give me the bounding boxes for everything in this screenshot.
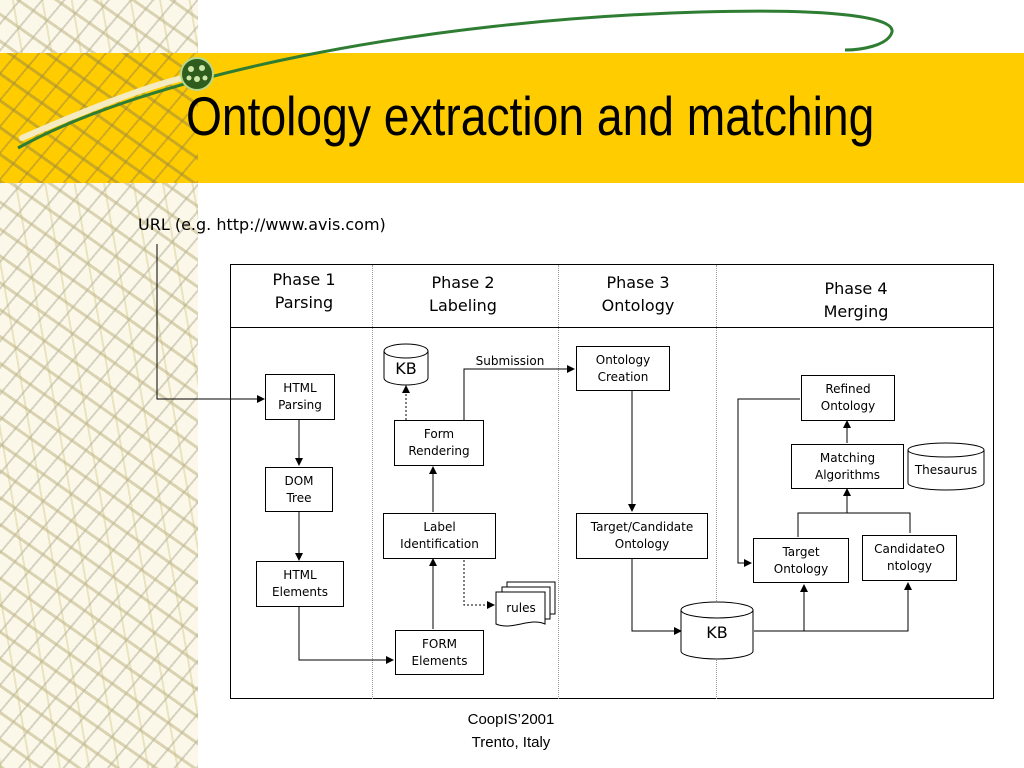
node-label: HTML <box>283 568 317 582</box>
node-label: Algorithms <box>814 467 881 482</box>
node-label: Ontology <box>820 399 876 413</box>
kb-large-cylinder <box>680 601 754 660</box>
rules-label: rules <box>506 601 536 615</box>
edge-label-to-rules <box>463 560 495 609</box>
node-label: Label <box>423 520 456 534</box>
phase-3-header: Phase 3 Ontology <box>568 271 708 317</box>
node-label: ntology <box>886 559 933 573</box>
edge-target-to-kb <box>631 559 682 635</box>
target-candidate-box: Target/Candidate Ontology <box>576 513 708 559</box>
url-label: URL (e.g. http://www.avis.com) <box>138 215 386 234</box>
submission-label: Submission <box>475 354 545 368</box>
refined-ontology-box: Refined Ontology <box>801 375 895 421</box>
edge-elements-to-form <box>298 607 394 664</box>
node-label: Creation <box>597 369 649 384</box>
node-label: Identification <box>400 537 479 551</box>
node-label: Ontology <box>773 561 829 576</box>
footer-location: Trento, Italy <box>471 734 551 751</box>
node-label: Tree <box>286 490 312 505</box>
node-label: Target <box>782 544 820 559</box>
thesaurus-cylinder <box>907 442 985 491</box>
kb-small-label: KB <box>395 359 417 378</box>
label-identification-box: Label Identification <box>383 513 496 559</box>
phase-2-header: Phase 2 Labeling <box>390 271 536 317</box>
target-ontology-box: Target Ontology <box>753 538 849 583</box>
node-label: Elements <box>272 585 328 599</box>
node-label: Ontology <box>614 537 670 551</box>
globe-icon <box>181 58 213 90</box>
node-label: CandidateO <box>874 542 945 556</box>
node-label: Target/Candidate <box>590 520 694 534</box>
ontology-creation-box: Ontology Creation <box>576 346 670 391</box>
node-label: Rendering <box>408 444 470 458</box>
dom-tree-box: DOM Tree <box>265 467 333 512</box>
edge-refined-to-target <box>737 398 800 567</box>
node-label: Elements <box>411 653 468 668</box>
kb-small-cylinder <box>383 343 429 386</box>
html-parsing-box: HTML Parsing <box>265 374 335 420</box>
node-label: HTML <box>283 381 317 395</box>
diagram-frame <box>230 264 994 699</box>
edge-kb-to-target-ontology <box>754 584 808 632</box>
phase-3-name: Ontology <box>601 296 675 315</box>
phase-1-name: Parsing <box>274 293 334 312</box>
footer-conference: CoopIS’2001 <box>467 711 555 728</box>
phase-2-number: Phase 2 <box>431 273 495 292</box>
phase-divider <box>372 265 373 699</box>
edge-kb-to-candidate <box>804 582 912 632</box>
node-label: Matching <box>819 450 876 465</box>
phase-1-header: Phase 1 Parsing <box>240 268 368 314</box>
phase-3-number: Phase 3 <box>606 273 670 292</box>
header-divider <box>230 327 994 328</box>
phase-divider <box>558 265 559 699</box>
matching-algorithms-box: Matching Algorithms <box>791 444 904 489</box>
phase-1-number: Phase 1 <box>272 270 336 289</box>
node-label: DOM <box>284 473 314 488</box>
phase-divider <box>716 265 717 699</box>
node-label: FORM <box>421 636 458 651</box>
form-rendering-box: Form Rendering <box>394 420 484 466</box>
node-label: Refined <box>825 382 871 396</box>
node-label: Form <box>423 427 455 441</box>
html-elements-box: HTML Elements <box>256 561 344 607</box>
slide-title: Ontology extraction and matching <box>186 85 875 147</box>
node-label: Ontology <box>595 352 651 367</box>
phase-4-number: Phase 4 <box>824 279 888 298</box>
form-elements-box: FORM Elements <box>395 630 484 675</box>
node-label: Parsing <box>278 398 322 412</box>
edge-url-to-parsing <box>156 244 265 403</box>
phase-2-name: Labeling <box>429 296 497 315</box>
edge-to-matching <box>797 489 911 537</box>
phase-4-name: Merging <box>823 302 889 321</box>
rules-document-stack <box>495 581 556 627</box>
candidate-ontology-box: CandidateO ntology <box>862 535 957 581</box>
thesaurus-label: Thesaurus <box>914 463 978 477</box>
title-band-pattern <box>0 53 198 183</box>
slide-footer: CoopIS’2001 Trento, Italy <box>440 708 582 754</box>
kb-large-label: KB <box>706 623 728 642</box>
phase-4-header: Phase 4 Merging <box>786 277 926 323</box>
